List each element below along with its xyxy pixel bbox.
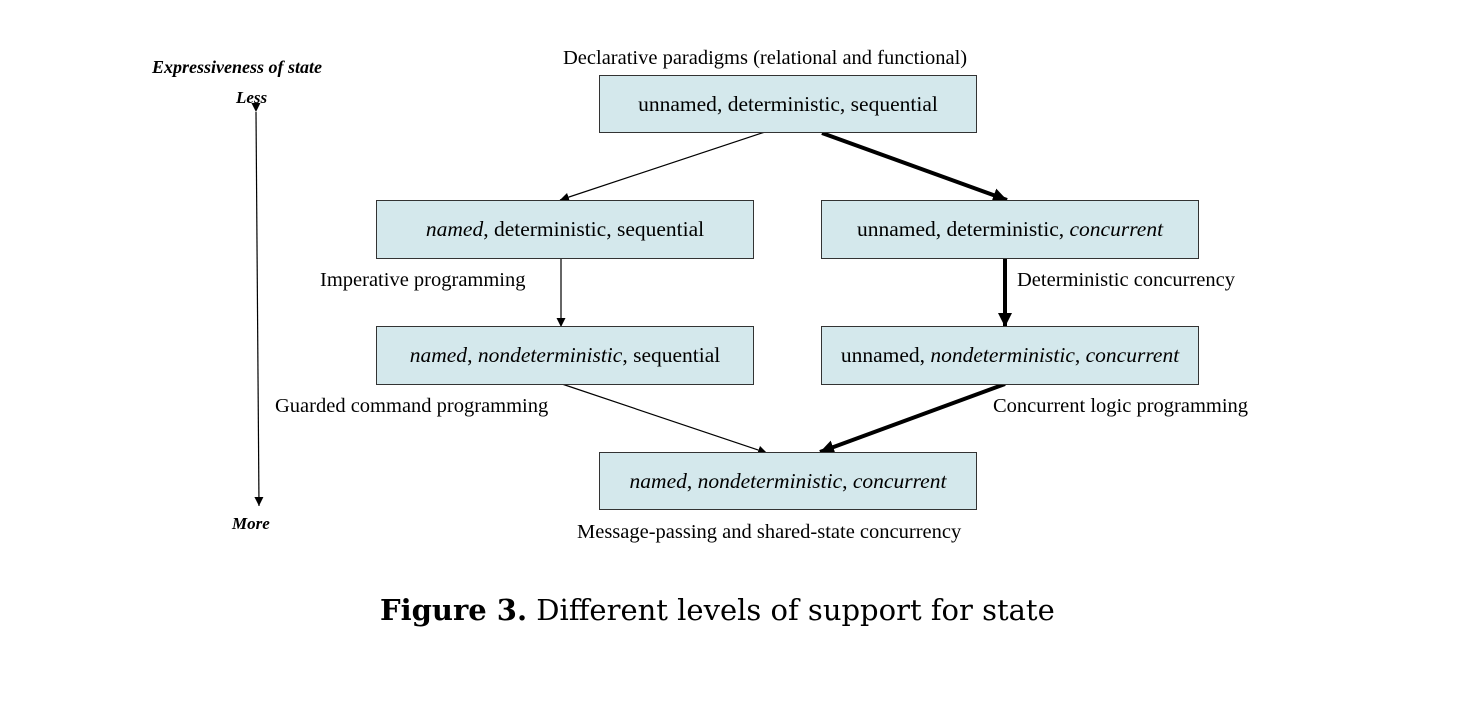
node-text-part: ,	[1074, 343, 1086, 367]
node-text-part: ,	[467, 343, 478, 367]
expressiveness-axis-arrow	[251, 102, 264, 507]
label-concurrent-logic-programming: Concurrent logic programming	[993, 395, 1249, 417]
label-message-passing-concurrency: Message-passing and shared-state concurr…	[577, 521, 962, 543]
node-text-part: concurrent	[1085, 343, 1180, 367]
arrow-named-nondet-seq-to-bottom	[561, 383, 768, 455]
node-unnamed-deterministic-sequential: unnamed, deterministic, sequential	[599, 75, 977, 133]
node-text-part: nondeterministic	[477, 343, 623, 367]
node-text-part: concurrent	[852, 468, 947, 493]
arrow-top-to-named-det-seq	[559, 131, 766, 202]
node-text-part: nondeterministic	[930, 343, 1075, 367]
node-text-part: unnamed	[638, 91, 717, 116]
node-text-part: named	[425, 217, 484, 241]
axis-bottom-label: More	[232, 514, 270, 533]
figure-caption: Figure 3. Different levels of support fo…	[380, 596, 1060, 625]
node-text-part: named	[409, 343, 468, 367]
label-imperative-programming: Imperative programming	[320, 269, 526, 291]
axis-title: Expressiveness of state	[152, 57, 322, 77]
node-text-part: named	[629, 468, 687, 493]
node-text-part: , deterministic, sequential	[716, 91, 938, 116]
node-named-nondeterministic-sequential: named, nondeterministic, sequential	[376, 326, 754, 385]
node-named-nondeterministic-concurrent: named, nondeterministic, concurrent	[599, 452, 977, 510]
node-named-deterministic-sequential: named, deterministic, sequential	[376, 200, 754, 259]
node-text-part: unnamed,	[840, 343, 931, 367]
node-text-part: , deterministic, sequential	[483, 217, 705, 241]
label-deterministic-concurrency: Deterministic concurrency	[1017, 269, 1236, 291]
figure-number: Figure 3.	[380, 593, 528, 627]
node-text-part: , sequential	[622, 343, 721, 367]
node-unnamed-nondeterministic-concurrent: unnamed, nondeterministic, concurrent	[821, 326, 1199, 385]
figure-caption-text: Different levels of support for state	[536, 593, 1055, 627]
node-text-part: unnamed, deterministic,	[856, 217, 1070, 241]
arrow-unnamed-nondet-conc-to-bottom	[819, 382, 1006, 454]
node-text-part: ,	[686, 468, 698, 493]
arrow-top-to-unnamed-det-conc	[821, 131, 1008, 202]
label-declarative-paradigms: Declarative paradigms (relational and fu…	[563, 47, 968, 69]
node-text-part: nondeterministic	[697, 468, 843, 493]
node-text-part: ,	[842, 468, 853, 493]
axis-top-label: Less	[236, 88, 268, 107]
node-unnamed-deterministic-concurrent: unnamed, deterministic, concurrent	[821, 200, 1199, 259]
label-guarded-command-programming: Guarded command programming	[275, 395, 549, 417]
node-text-part: concurrent	[1069, 217, 1164, 241]
